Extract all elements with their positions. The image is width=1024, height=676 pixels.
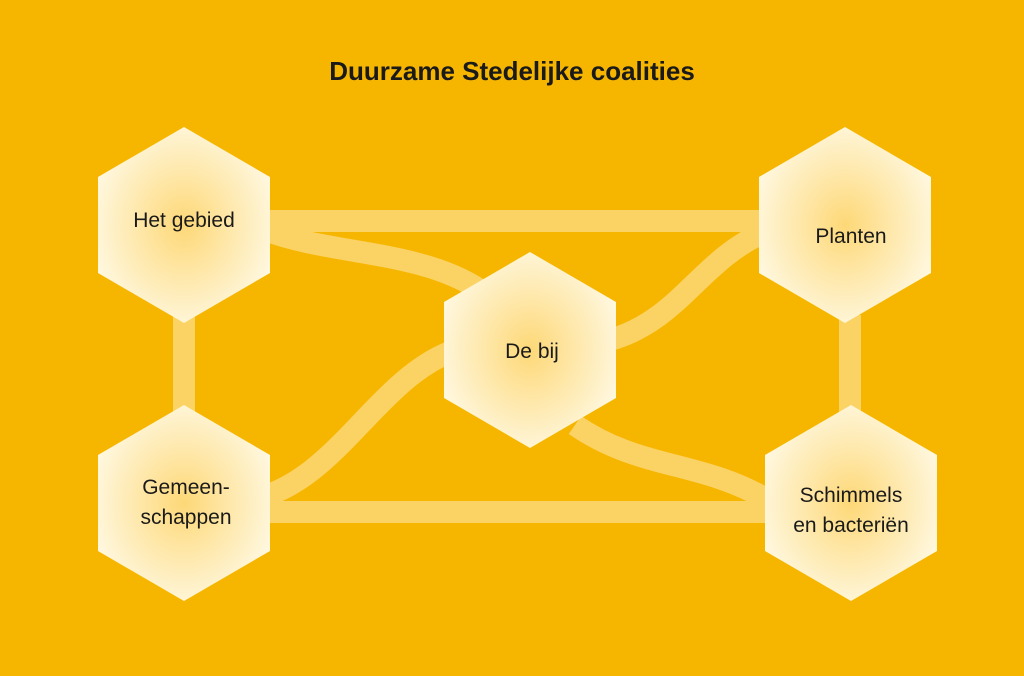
- hexagon-schimmels: [765, 405, 937, 601]
- node-label-schimmels-line2: en bacteriën: [793, 514, 909, 537]
- hexagon-planten: [759, 127, 931, 323]
- connector-gebied-bij: [261, 219, 487, 300]
- hexagon-het-gebied: [98, 127, 270, 323]
- diagram-title: Duurzame Stedelijke coalities: [329, 56, 695, 86]
- node-label-schimmels: Schimmels en bacteriën: [761, 481, 941, 541]
- connector-bij-schimmels: [568, 415, 774, 510]
- node-label-schimmels-line1: Schimmels: [799, 484, 903, 507]
- node-label-planten: Planten: [815, 225, 887, 248]
- node-label-de-bij: De bij: [505, 340, 559, 363]
- hexagon-gemeenschappen: [98, 405, 270, 601]
- node-label-het-gebied: Het gebied: [133, 209, 235, 232]
- connector-bij-planten: [606, 221, 770, 351]
- node-label-gemeenschappen-line1: Gemeen-: [142, 476, 230, 499]
- hexagon-de-bij: [444, 252, 616, 448]
- node-label-gemeenschappen-line2: schappen: [140, 506, 232, 529]
- node-label-gemeenschappen: Gemeen- schappen: [96, 473, 276, 533]
- connector-bij-gemeenschappen: [264, 341, 455, 506]
